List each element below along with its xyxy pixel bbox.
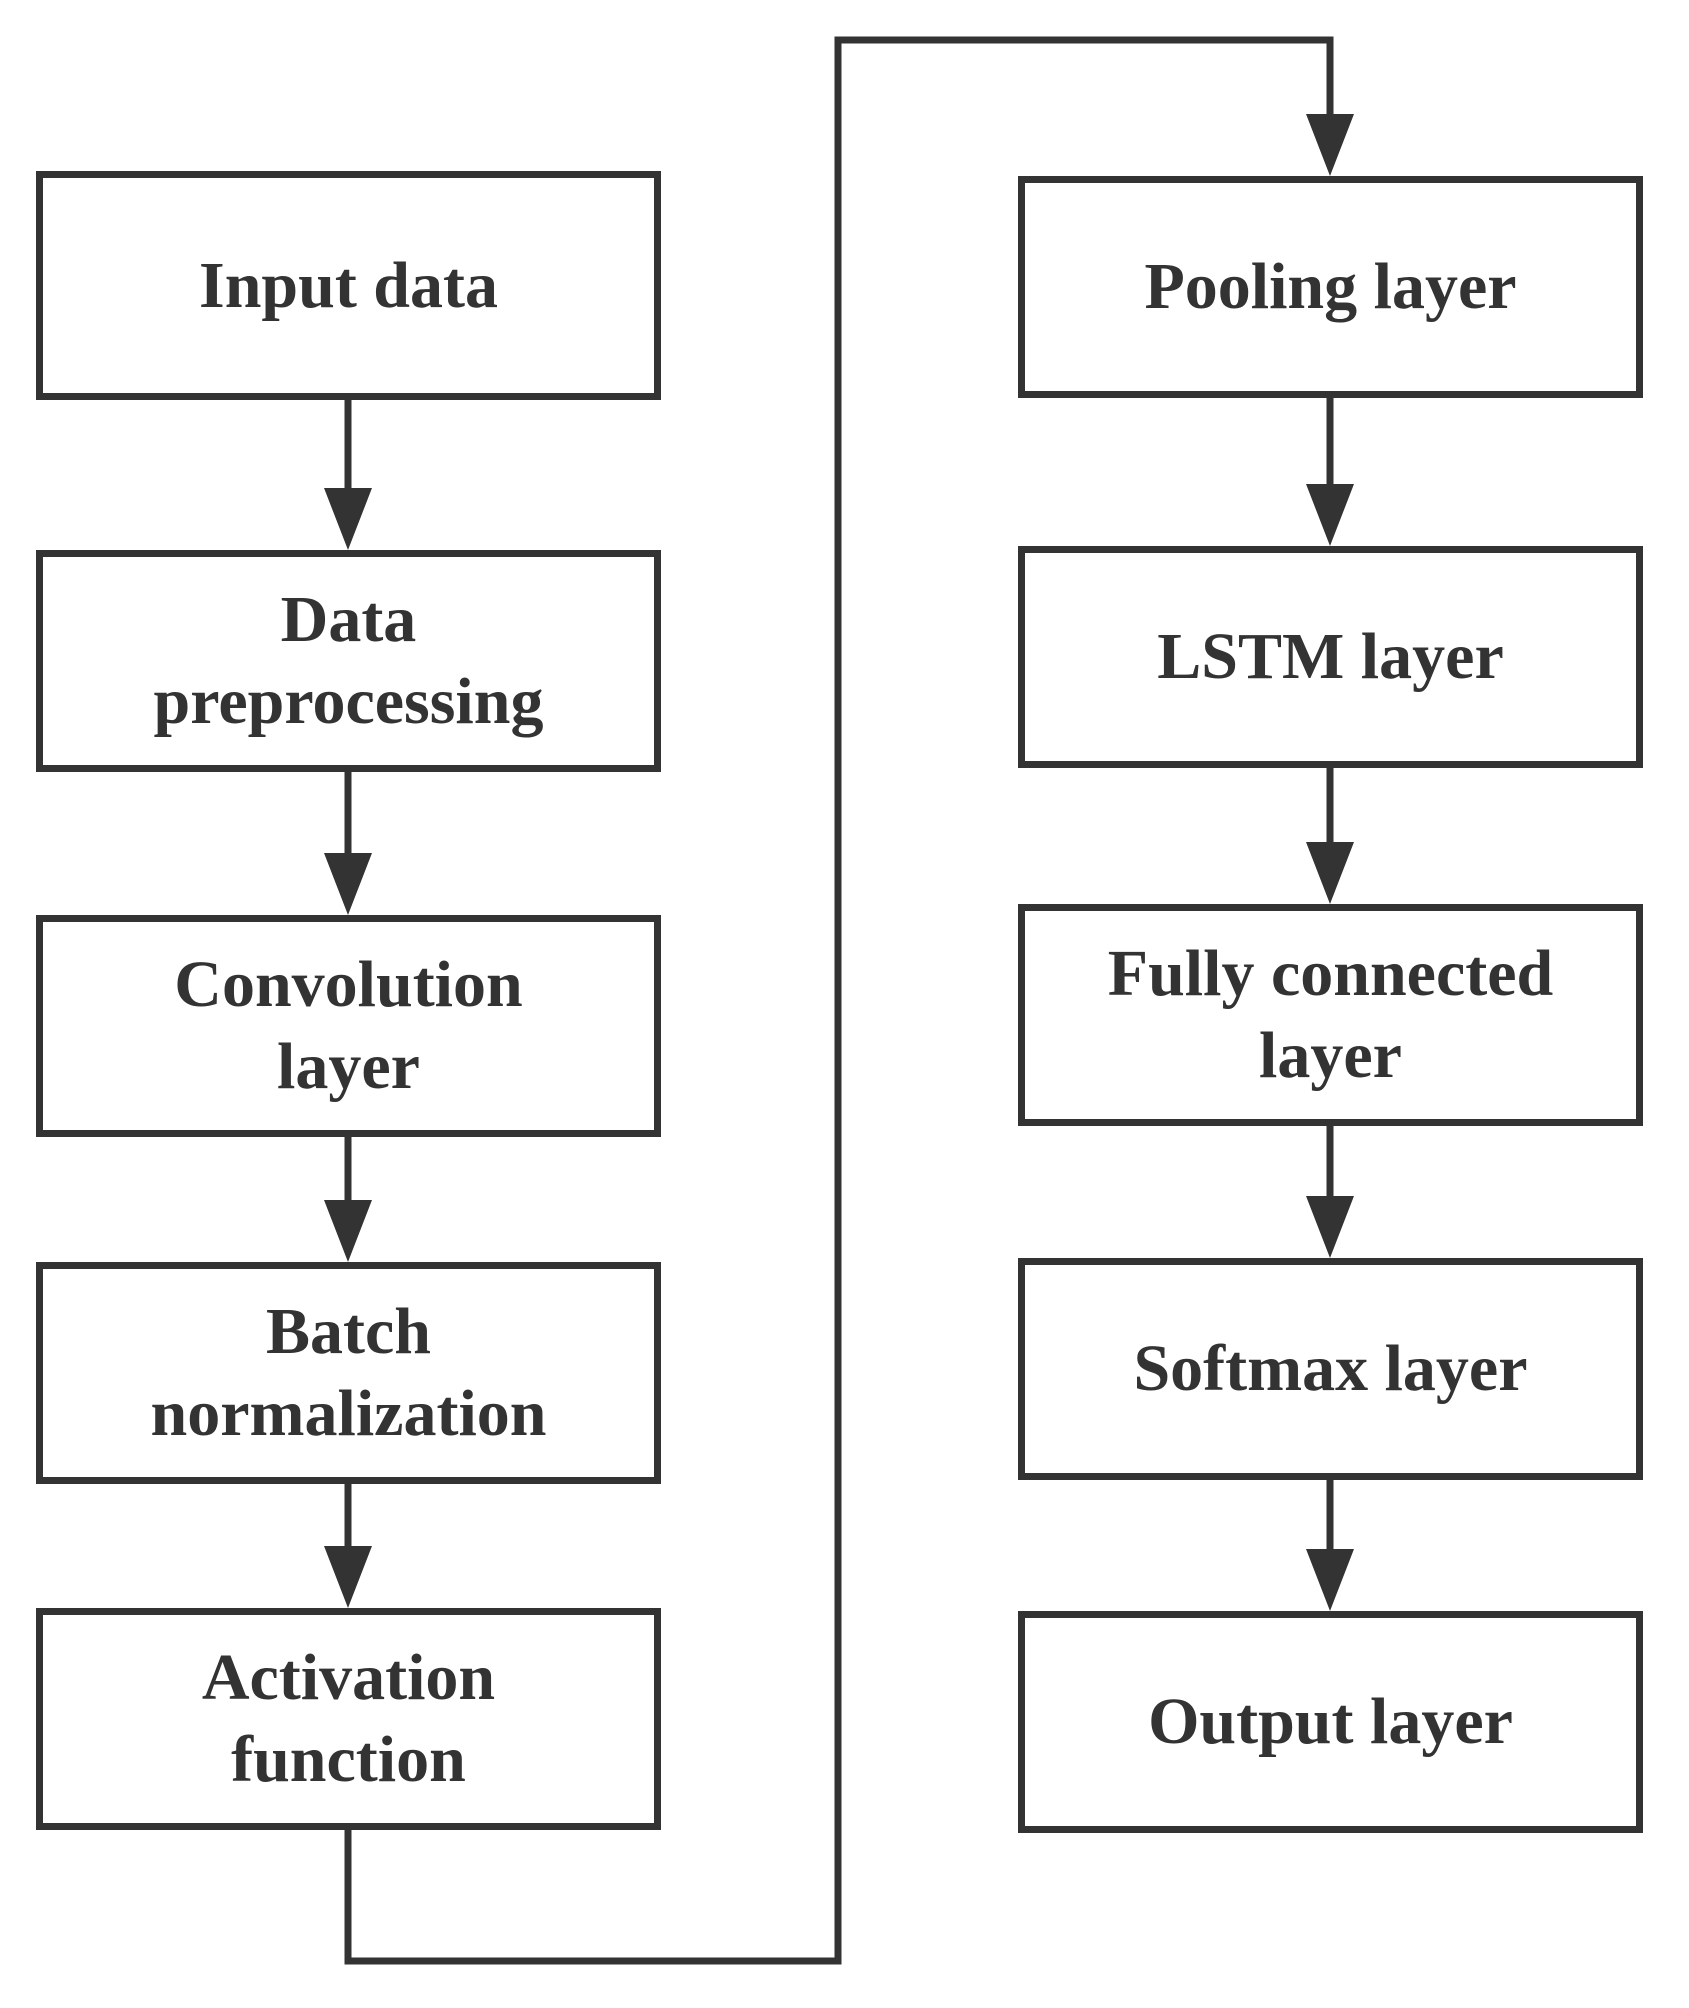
arrowhead-into-pooling [1306, 114, 1354, 176]
arrowhead-into-batchnorm [324, 1200, 372, 1262]
arrowhead-into-convolution [324, 853, 372, 915]
node-output-layer: Output layer [1018, 1611, 1643, 1833]
node-batch-normalization-label: Batch normalization [150, 1295, 547, 1450]
node-output-layer-label: Output layer [1148, 1685, 1513, 1758]
node-batch-normalization: Batch normalization [36, 1262, 661, 1484]
node-input-data-label: Input data [199, 248, 498, 322]
node-activation-function: Activation function [36, 1608, 661, 1830]
node-data-preprocessing-label: Data preprocessing [153, 583, 544, 738]
node-activation-function-label: Activation function [201, 1641, 496, 1796]
node-fully-connected-layer: Fully connected layer [1018, 904, 1643, 1126]
node-input-data: Input data [36, 171, 661, 400]
node-softmax-layer-label: Softmax layer [1133, 1332, 1528, 1405]
arrowhead-into-output [1306, 1549, 1354, 1611]
arrowhead-into-activation [324, 1546, 372, 1608]
node-lstm-layer: LSTM layer [1018, 546, 1643, 768]
arrowhead-into-preprocessing [324, 488, 372, 550]
node-data-preprocessing: Data preprocessing [36, 550, 661, 772]
connector-activation-to-pooling [344, 36, 1334, 1965]
arrowhead-into-fullyconnected [1306, 842, 1354, 904]
node-pooling-layer-label: Pooling layer [1144, 250, 1517, 323]
node-softmax-layer: Softmax layer [1018, 1258, 1643, 1480]
node-fully-connected-layer-label: Fully connected layer [1107, 937, 1554, 1092]
node-pooling-layer: Pooling layer [1018, 176, 1643, 398]
arrowhead-into-lstm [1306, 484, 1354, 546]
node-convolution-layer: Convolution layer [36, 915, 661, 1137]
node-convolution-layer-label: Convolution layer [174, 948, 523, 1103]
node-lstm-layer-label: LSTM layer [1157, 620, 1504, 693]
arrowhead-into-softmax [1306, 1196, 1354, 1258]
